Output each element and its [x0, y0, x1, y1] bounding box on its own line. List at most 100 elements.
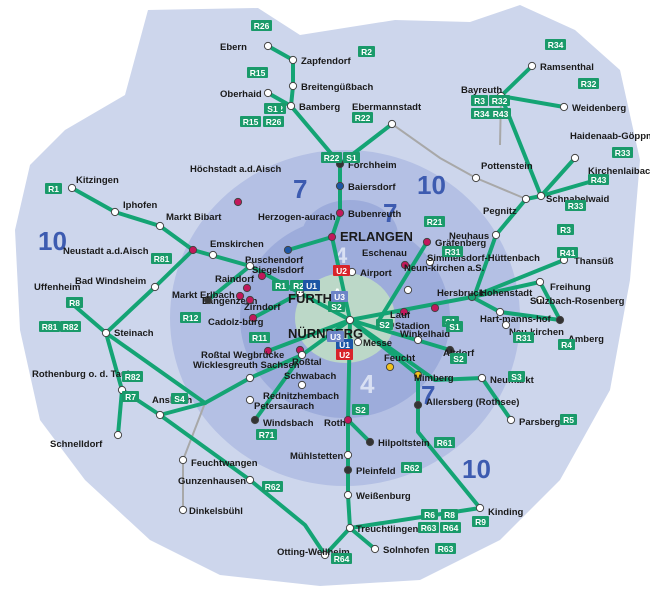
- line-badge-b-r6-bg: [421, 509, 438, 520]
- line-badge-b-s1-s-bg: [446, 321, 463, 332]
- station-marker: [297, 380, 307, 390]
- line-badge-b-s2-st-bg: [376, 319, 393, 330]
- line-badge-b-r33b-bg: [565, 200, 586, 211]
- line-rossstal: [266, 318, 352, 353]
- station-label-puschendorf: Puschendorf: [245, 255, 304, 266]
- zone-number-labels: 10 10 10 7 7 7 4 4 A: [38, 170, 491, 484]
- station-marker: [495, 307, 505, 317]
- line-badge-b-r2-zapf: R2: [361, 47, 372, 57]
- station-label-zirndorf: Zirndorf: [244, 302, 281, 313]
- station-marker: [155, 221, 165, 231]
- station-marker: [399, 307, 409, 317]
- station-label-feuchtwangen: Feuchtwangen: [191, 458, 258, 469]
- station-marker: [288, 55, 298, 65]
- line-badge-b-s2-roth: S2: [355, 405, 366, 415]
- station-label-winkelhaid: Winkelhaid: [400, 329, 450, 340]
- line-bayreuth-weid: [499, 94, 566, 109]
- station-label-schnabelwaid: Schnabelwaid: [546, 194, 610, 205]
- line-badge-b-r63-bg: [418, 522, 439, 533]
- line-badge-b-r3b-bg: [557, 224, 574, 235]
- station-label-schwabach: Schwabach: [284, 371, 336, 382]
- line-badge-b-r62b: R62: [265, 482, 281, 492]
- station-marker: [245, 395, 255, 405]
- station-label-rossstal_wb: Roßtal Wegbrücke: [201, 350, 284, 361]
- line-ansbach-schnelldorf: [116, 388, 124, 437]
- zone-number: 10: [462, 454, 491, 484]
- line-badge-b-r82: R82: [63, 322, 79, 332]
- line-badge-b-r22-ebm: R22: [355, 113, 371, 123]
- metro-badge-m-u1-f: U1: [306, 281, 317, 291]
- station-marker: [475, 503, 485, 513]
- station-marker: [385, 362, 395, 372]
- station-label-badwindsheim: Bad Windsheim: [75, 276, 146, 287]
- station-label-mimberg: Mimberg: [414, 373, 454, 384]
- station-marker: [150, 282, 160, 292]
- line-badge-b-r1-f: R1: [275, 281, 286, 291]
- station-label-solnhofen: Solnhofen: [383, 545, 430, 556]
- line-badge-b-r8: R8: [69, 298, 80, 308]
- line-badge-b-r5: R5: [563, 415, 574, 425]
- line-badge-b-r2-zapf-bg: [358, 46, 375, 57]
- zone-number: 7: [421, 380, 435, 410]
- station-marker: [263, 41, 273, 51]
- station-label-neukirchen: Neu-kirchen: [509, 327, 564, 338]
- line-schnabel-pegnitz: [472, 194, 543, 299]
- line-badge-b-r1-bg: [45, 183, 62, 194]
- station-label-bayreuth: Bayreuth: [461, 85, 502, 96]
- line-badge-b-s1-bam-bg: [264, 103, 281, 114]
- station-marker: [245, 261, 255, 271]
- line-kitzingen-neustadt: [70, 186, 195, 252]
- station-label-nuernberg: NÜRNBERG: [288, 326, 363, 341]
- station-label-stadion: Stadion: [395, 321, 430, 332]
- line-badge-b-r63b-bg: [435, 543, 456, 554]
- line-badge-b-r34-bg: [545, 39, 566, 50]
- line-badge-b-s1-fo-bg: [343, 152, 360, 163]
- line-badge-b-r64: R64: [443, 523, 459, 533]
- line-badge-b-r11: R11: [252, 333, 267, 343]
- station-marker: [506, 415, 516, 425]
- line-badge-b-r81b: R81: [42, 322, 58, 332]
- line-erlangen-herzo: [286, 235, 334, 252]
- station-label-marktErlbach: Markt Erlbach: [172, 290, 235, 301]
- station-label-hartmannshof: Hart-manns-hof: [480, 314, 552, 325]
- station-marker: [248, 313, 258, 323]
- line-badge-b-s1-fo: S1: [346, 153, 357, 163]
- station-label-zapfendorf: Zapfendorf: [301, 56, 351, 67]
- station-label-hoechstadt: Höchstadt a.d.Aisch: [190, 164, 282, 175]
- station-label-weidenberg: Weidenberg: [572, 103, 626, 114]
- line-badge-b-s2-roth-bg: [352, 404, 369, 415]
- line-badge-b-r32: R32: [492, 96, 508, 106]
- station-marker: [501, 320, 511, 330]
- line-badge-b-r7-bg: [122, 391, 139, 402]
- line-treucht-solnhofen: [348, 526, 377, 551]
- station-label-steinach: Steinach: [114, 328, 154, 339]
- line-badge-b-r32b: R32: [581, 79, 597, 89]
- station-label-lauf: Lauf: [390, 310, 411, 321]
- metro-badge-m-u1-s: U1: [339, 340, 350, 350]
- station-marker: [242, 283, 252, 293]
- line-badge-b-r31b: R31: [516, 333, 532, 343]
- line-badge-b-r43b-bg: [588, 174, 609, 185]
- metro-badge-m-u3b: U3: [330, 332, 341, 342]
- station-label-hohenstadt: Hohenstadt: [480, 288, 533, 299]
- station-label-pleinfeld: Pleinfeld: [356, 466, 396, 477]
- station-label-windsbach: Windsbach: [263, 418, 314, 429]
- station-marker: [535, 295, 545, 305]
- line-badge-b-r62: R62: [404, 463, 420, 473]
- line-badge-b-r7: R7: [125, 392, 136, 402]
- station-marker: [467, 292, 477, 302]
- station-label-pegnitz: Pegnitz: [483, 206, 517, 217]
- line-neuk-amberg: [538, 280, 562, 322]
- station-marker: [536, 191, 546, 201]
- station-marker: [283, 245, 293, 255]
- line-badge-b-s2-st: S2: [379, 320, 390, 330]
- line-badge-b-r26-bg: [251, 20, 272, 31]
- station-marker: [343, 450, 353, 460]
- station-marker: [555, 315, 565, 325]
- line-badge-b-r34b: R34: [474, 109, 490, 119]
- line-badge-b-r2-f: R2: [293, 281, 304, 291]
- line-badge-b-r63: R63: [421, 523, 437, 533]
- station-marker: [233, 197, 243, 207]
- station-label-siegelsdorf: Siegelsdorf: [252, 265, 305, 276]
- zone-number: 7: [293, 174, 307, 204]
